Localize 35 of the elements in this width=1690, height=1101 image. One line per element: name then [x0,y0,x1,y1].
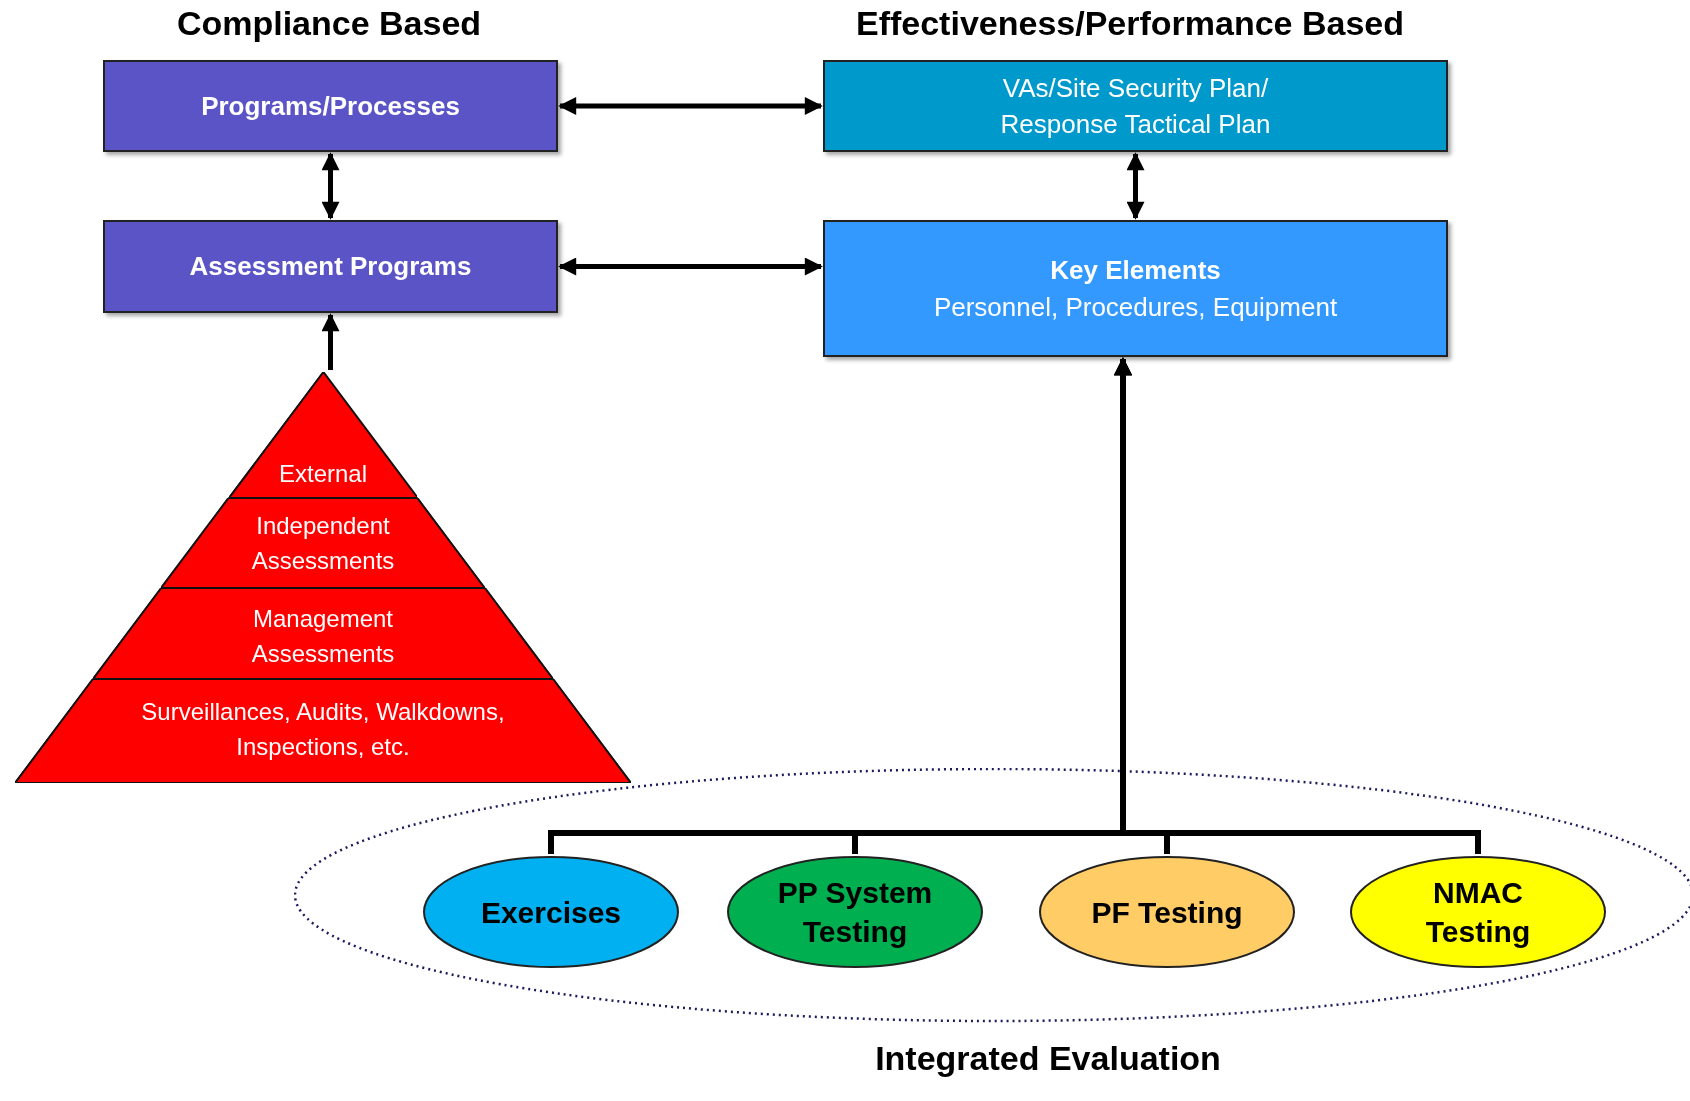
method-ellipse [727,856,983,968]
process-box [823,60,1448,152]
box-title: VAs/Site Security Plan/ Response Tactical Plan [999,71,1272,141]
method-ellipse [1039,856,1295,968]
column-heading: Effectiveness/Performance Based [856,4,1404,43]
method-ellipse [423,856,679,968]
tier-label: External [277,458,368,489]
pyramid-tier [15,679,631,783]
arrow [1114,357,1481,854]
arrow [321,152,340,220]
pyramid-tier [161,498,485,588]
method-ellipse [1350,856,1606,968]
ellipse-label: PP System Testing [776,875,934,950]
pyramid-shape [15,372,631,783]
process-box [103,220,558,313]
section-heading: Integrated Evaluation [875,1038,1221,1078]
ellipse-label: Exercises [479,894,623,931]
pyramid-tier [228,372,418,498]
arrow [1126,152,1145,220]
ellipse-label: NMAC Testing [1424,875,1532,950]
process-box [823,220,1448,357]
arrow [321,313,340,370]
box-title: Key Elements [1050,254,1221,288]
box-title: Programs/Processes [201,89,460,123]
arrow [558,257,823,276]
box-text: Personnel, Procedures, Equipment [933,290,1338,324]
column-heading: Compliance Based [176,4,482,43]
process-box [103,60,558,152]
tier-label: Management Assessments [250,604,396,669]
arrow [558,97,823,115]
ellipse-label: PF Testing [1090,894,1244,931]
tier-label: Independent Assessments [250,511,396,576]
box-title: Assessment Programs [189,250,472,284]
pyramid-tier [92,588,554,679]
tier-label: Surveillances, Audits, Walkdowns, Inspections, etc. [140,697,506,762]
